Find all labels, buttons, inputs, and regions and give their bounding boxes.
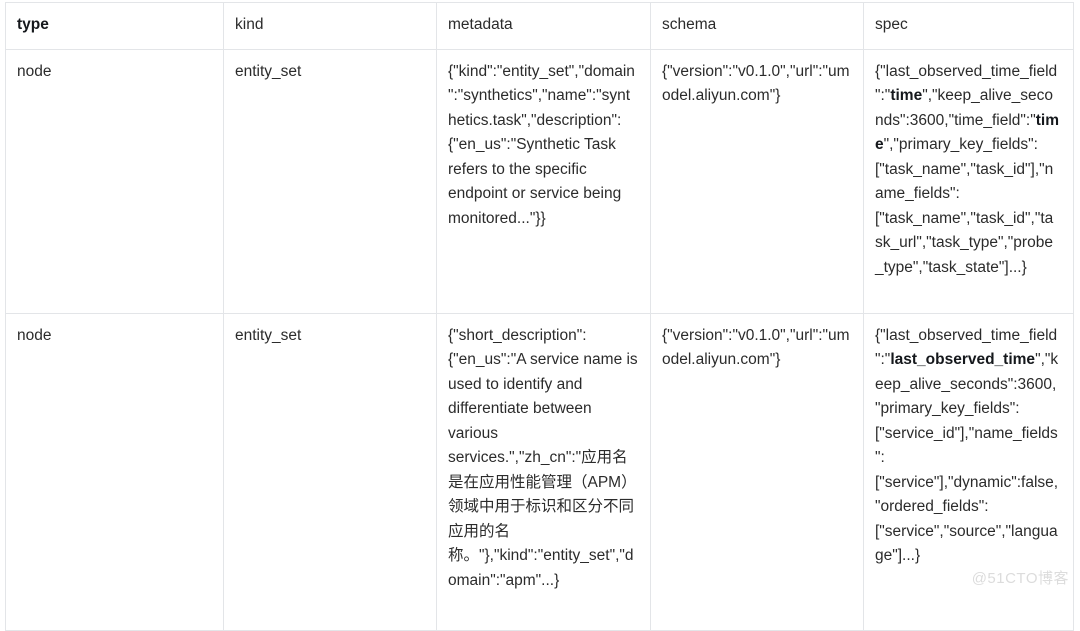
data-table-container: type kind metadata schema spec node enti… [5, 2, 1074, 631]
column-header-kind[interactable]: kind [223, 2, 437, 50]
cell-type: node [5, 48, 224, 314]
table-header: type kind metadata schema spec [5, 2, 1074, 50]
table-body: node entity_set {"kind":"entity_set","do… [5, 48, 1074, 631]
cell-schema-text: {"version":"v0.1.0","url":"umodel.aliyun… [662, 326, 850, 369]
column-header-metadata[interactable]: metadata [436, 2, 651, 50]
cell-kind: entity_set [223, 48, 437, 314]
column-header-type[interactable]: type [5, 2, 224, 50]
cell-spec-text: {"last_observed_time_field":"last_observ… [875, 326, 1059, 565]
cell-schema-text: {"version":"v0.1.0","url":"umodel.aliyun… [662, 62, 850, 105]
table-header-row: type kind metadata schema spec [5, 2, 1074, 50]
cell-metadata-text: {"kind":"entity_set","domain":"synthetic… [448, 62, 635, 227]
table-row: node entity_set {"short_description": {"… [5, 312, 1074, 631]
column-header-spec[interactable]: spec [863, 2, 1074, 50]
cell-kind-text: entity_set [235, 62, 302, 80]
cell-type-text: node [17, 326, 52, 344]
cell-metadata-text: {"short_description": {"en_us":"A servic… [448, 326, 638, 589]
table-row: node entity_set {"kind":"entity_set","do… [5, 48, 1074, 314]
umodel-entity-table: type kind metadata schema spec node enti… [5, 2, 1074, 631]
cell-spec: {"last_observed_time_field":"last_observ… [863, 312, 1074, 631]
column-header-schema[interactable]: schema [650, 2, 864, 50]
cell-spec: {"last_observed_time_field":"time","keep… [863, 48, 1074, 314]
cell-metadata: {"short_description": {"en_us":"A servic… [436, 312, 651, 631]
cell-schema: {"version":"v0.1.0","url":"umodel.aliyun… [650, 312, 864, 631]
cell-type-text: node [17, 62, 52, 80]
cell-metadata: {"kind":"entity_set","domain":"synthetic… [436, 48, 651, 314]
cell-type: node [5, 312, 224, 631]
cell-spec-text: {"last_observed_time_field":"time","keep… [875, 62, 1059, 276]
site-watermark: @51CTO博客 [971, 570, 1069, 587]
cell-schema: {"version":"v0.1.0","url":"umodel.aliyun… [650, 48, 864, 314]
cell-kind-text: entity_set [235, 326, 302, 344]
cell-kind: entity_set [223, 312, 437, 631]
